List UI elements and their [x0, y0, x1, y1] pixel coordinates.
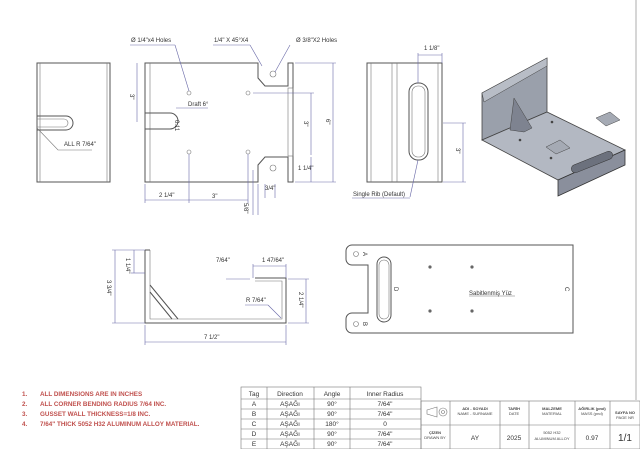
label: 7/64": [378, 411, 394, 418]
projection-symbol-icon: [426, 406, 448, 418]
front-view: Ø 1/4"x4 Holes 1/4" X 45°X4 Ø 3/8"X2 Hol…: [128, 38, 337, 215]
label: AĞIRLIK (pnd): [578, 406, 606, 411]
label: AŞAĞı: [280, 429, 300, 438]
label: 3.: [22, 411, 28, 418]
holes-quarter-label: Ø 1/4"x4 Holes: [131, 38, 171, 44]
dim-1-1-4: 1 1/4": [298, 166, 313, 172]
label: NAME - SURNAME: [457, 411, 492, 416]
label: AŞAĞı: [280, 439, 300, 448]
page-value: 1/1: [618, 433, 632, 444]
label: 0: [383, 421, 387, 428]
bend-tag-a: A: [361, 252, 367, 256]
dim-7-64: 7/64": [216, 258, 230, 264]
header-tag: Tag: [249, 391, 260, 398]
dim-2-1-4: 2 1/4": [159, 193, 174, 199]
label: 4.: [22, 421, 28, 428]
dim-3-3-4: 3 3/4": [105, 280, 111, 295]
label: B: [252, 411, 256, 418]
dim-3-4: 3/4": [265, 186, 275, 192]
label: 90°: [327, 430, 337, 438]
label: MASS (pnd): [581, 411, 603, 416]
dim-1-47-64: 1 47/64": [262, 258, 284, 264]
label: ALUMINUM ALLOY: [534, 436, 569, 441]
isometric-view: [481, 57, 626, 197]
label: AŞAĞı: [280, 399, 300, 408]
label: MALZEME: [542, 406, 562, 411]
note-3: GUSSET WALL THICKNESS=1/8 INC.: [40, 411, 151, 418]
label: 7/64": [378, 431, 394, 438]
dim-1-1-8: 1 1/8": [424, 46, 439, 52]
label: C: [252, 421, 257, 428]
side-view: 1 1/8" 3" Single Rib (Default): [352, 46, 466, 199]
left-view: ALL R 7/64": [36, 62, 111, 183]
label: 7/64": [378, 401, 394, 408]
label: AŞAĞı: [280, 419, 300, 428]
dim-3-bottom: 3": [212, 194, 217, 200]
dim-1-1-4: 1 1/4": [124, 258, 130, 273]
label: AŞAĞı: [280, 409, 300, 418]
bend-radius: R 7/64": [246, 298, 266, 304]
header-direction: Direction: [277, 391, 303, 398]
header-inner-radius: Inner Radius: [367, 391, 405, 398]
label: PAGE NR: [616, 415, 634, 420]
dim-3-left: 3": [128, 94, 134, 99]
dim-7-1-2: 7 1/2": [204, 335, 219, 341]
offset-dim: 0.11: [173, 120, 179, 132]
label: MATERIAL: [542, 411, 562, 416]
flat-pattern: A B D C Sabitlenmiş Yüz: [345, 244, 574, 334]
label: 90°: [327, 400, 337, 408]
dim-6: 6": [324, 119, 330, 124]
label: SAYFA NO: [615, 410, 635, 415]
notes: 1. ALL DIMENSIONS ARE IN INCHES 2. ALL COR…: [22, 391, 200, 428]
label: 5052 H32: [543, 430, 561, 435]
holes-three-eighths-label: Ø 3/8"X2 Holes: [296, 38, 337, 44]
section-view: 1 1/4" 3 3/4" 7/64" 1 47/64" R 7/64" 2 1…: [105, 249, 309, 345]
draft-label: Draft 6°: [188, 102, 209, 108]
dim-2-1-4: 2 1/4": [297, 292, 303, 307]
label: 180°: [325, 420, 339, 428]
dim-5-8: 5/8": [242, 203, 248, 213]
fixed-face-label: Sabitlenmiş Yüz: [469, 291, 512, 297]
dim-3: 3": [454, 148, 460, 153]
bend-tag-b: B: [361, 322, 367, 326]
label: 90°: [327, 410, 337, 418]
note-1: ALL DIMENSIONS ARE IN INCHES: [40, 391, 142, 398]
mass-value: 0.97: [586, 435, 599, 442]
note-4: 7/64" THICK 5052 H32 ALUMINUM ALLOY MATE…: [40, 421, 200, 428]
label: TARİH: [508, 406, 520, 411]
label: DATE: [509, 411, 520, 416]
label: A: [252, 401, 257, 408]
label: ADI - SOYADI: [462, 406, 487, 411]
date-value: 2025: [507, 435, 522, 442]
bend-table: Tag Direction Angle Inner Radius A AŞAĞı 9…: [240, 386, 422, 449]
bend-tag-d: D: [392, 287, 398, 292]
chamfer-label: 1/4" X 45°X4: [214, 38, 249, 44]
label: D: [252, 431, 257, 438]
radius-note: ALL R 7/64": [64, 142, 96, 148]
label: DRAWN BY: [424, 435, 446, 440]
bend-tag-c: C: [563, 287, 569, 292]
rib-note: Single Rib (Default): [353, 192, 405, 198]
label: 1.: [22, 391, 28, 398]
drawn-by-value: AY: [471, 435, 480, 442]
dim-3-right: 3": [302, 121, 308, 126]
label: 7/64": [378, 441, 394, 448]
label: ÇİZEN: [429, 430, 441, 435]
note-2: ALL CORNER BENDING RADIUS 7/64 INC.: [40, 401, 166, 408]
label: E: [252, 441, 257, 448]
label: 90°: [327, 440, 337, 448]
header-angle: Angle: [324, 391, 341, 398]
label: 2.: [22, 401, 28, 408]
